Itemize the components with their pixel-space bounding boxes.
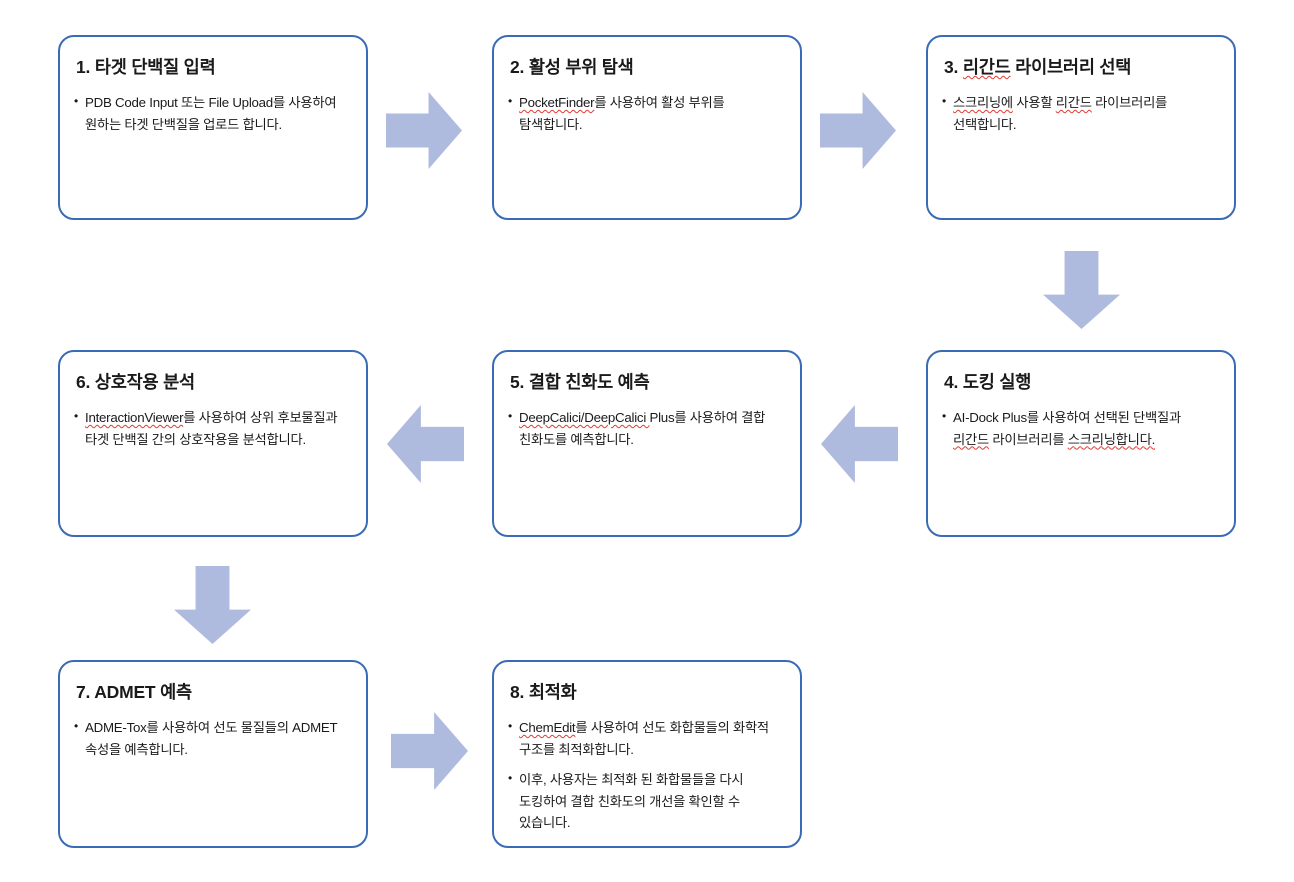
arrow-6-to-7-icon: [174, 566, 251, 644]
arrow-4-to-5-icon: [821, 405, 898, 483]
flow-node-title: 3. 리간드 라이브러리 선택: [944, 57, 1132, 77]
flow-node-title: 2. 활성 부위 탐색: [510, 57, 634, 77]
flow-node-step-3[interactable]: 3. 리간드 라이브러리 선택 스크리닝에 사용할 리간드 라이브러리를 선택합…: [926, 35, 1236, 220]
flow-node-step-4[interactable]: 4. 도킹 실행 AI-Dock Plus를 사용하여 선택된 단백질과 리간드…: [926, 350, 1236, 537]
flow-node-title: 7. ADMET 예측: [76, 682, 192, 702]
flow-node-bullets: PDB Code Input 또는 File Upload를 사용하여 원하는 …: [74, 91, 352, 135]
flow-node-step-6[interactable]: 6. 상호작용 분석 InteractionViewer를 사용하여 상위 후보…: [58, 350, 368, 537]
flow-node-bullets: ChemEdit를 사용하여 선도 화합물들의 화학적 구조를 최적화합니다. …: [508, 716, 786, 834]
flow-node-bullets: AI-Dock Plus를 사용하여 선택된 단백질과 리간드 라이브러리를 스…: [942, 406, 1220, 450]
flow-node-step-1[interactable]: 1. 타겟 단백질 입력 PDB Code Input 또는 File Uplo…: [58, 35, 368, 220]
flow-node-step-8[interactable]: 8. 최적화 ChemEdit를 사용하여 선도 화합물들의 화학적 구조를 최…: [492, 660, 802, 848]
list-item: PDB Code Input 또는 File Upload를 사용하여 원하는 …: [74, 91, 352, 135]
list-item: InteractionViewer를 사용하여 상위 후보물질과 타겟 단백질 …: [74, 406, 352, 450]
arrow-2-to-3-icon: [820, 92, 896, 169]
list-item: DeepCalici/DeepCalici Plus를 사용하여 결합 친화도를…: [508, 406, 786, 450]
flow-node-bullets: InteractionViewer를 사용하여 상위 후보물질과 타겟 단백질 …: [74, 406, 352, 450]
flow-node-title: 4. 도킹 실행: [944, 372, 1032, 392]
flow-node-title: 5. 결합 친화도 예측: [510, 372, 650, 392]
flow-node-bullets: PocketFinder를 사용하여 활성 부위를 탐색합니다.: [508, 91, 786, 135]
flow-node-title: 1. 타겟 단백질 입력: [76, 57, 216, 77]
arrow-5-to-6-icon: [387, 405, 464, 483]
arrow-7-to-8-icon: [391, 712, 468, 790]
list-item: PocketFinder를 사용하여 활성 부위를 탐색합니다.: [508, 91, 786, 135]
list-item: 스크리닝에 사용할 리간드 라이브러리를 선택합니다.: [942, 91, 1220, 135]
flow-node-step-2[interactable]: 2. 활성 부위 탐색 PocketFinder를 사용하여 활성 부위를 탐색…: [492, 35, 802, 220]
flow-node-step-7[interactable]: 7. ADMET 예측 ADME-Tox를 사용하여 선도 물질들의 ADMET…: [58, 660, 368, 848]
list-item: ADME-Tox를 사용하여 선도 물질들의 ADMET 속성을 예측합니다.: [74, 716, 352, 760]
flow-node-bullets: DeepCalici/DeepCalici Plus를 사용하여 결합 친화도를…: [508, 406, 786, 450]
arrow-1-to-2-icon: [386, 92, 462, 169]
flow-node-title: 8. 최적화: [510, 682, 577, 702]
flow-node-title: 6. 상호작용 분석: [76, 372, 195, 392]
flow-node-step-5[interactable]: 5. 결합 친화도 예측 DeepCalici/DeepCalici Plus를…: [492, 350, 802, 537]
list-item: 이후, 사용자는 최적화 된 화합물들을 다시 도킹하여 결합 친화도의 개선을…: [508, 769, 786, 834]
flow-node-bullets: 스크리닝에 사용할 리간드 라이브러리를 선택합니다.: [942, 91, 1220, 135]
flow-node-bullets: ADME-Tox를 사용하여 선도 물질들의 ADMET 속성을 예측합니다.: [74, 716, 352, 760]
arrow-3-to-4-icon: [1043, 251, 1120, 329]
list-item: ChemEdit를 사용하여 선도 화합물들의 화학적 구조를 최적화합니다.: [508, 716, 786, 760]
list-item: AI-Dock Plus를 사용하여 선택된 단백질과 리간드 라이브러리를 스…: [942, 406, 1220, 450]
